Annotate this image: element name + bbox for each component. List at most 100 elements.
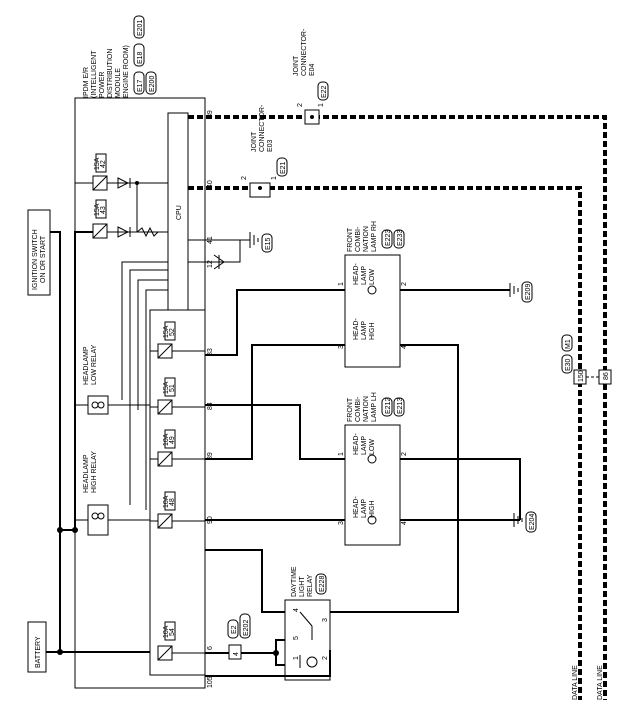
svg-text:(INTELLIGENT: (INTELLIGENT <box>91 50 98 98</box>
bus-to-relays <box>60 231 100 531</box>
svg-text:4: 4 <box>401 521 408 525</box>
svg-text:E04: E04 <box>309 63 316 76</box>
svg-text:3: 3 <box>338 521 345 525</box>
svg-text:CONNECTOR-: CONNECTOR- <box>301 28 308 76</box>
svg-text:5: 5 <box>293 636 300 640</box>
svg-text:E15: E15 <box>265 237 272 250</box>
relay-wire-4 <box>205 549 285 613</box>
svg-text:JOINT: JOINT <box>251 131 258 152</box>
svg-text:15A: 15A <box>94 203 101 216</box>
svg-text:E17: E17 <box>137 79 144 92</box>
svg-text:1: 1 <box>271 176 278 180</box>
svg-text:E202: E202 <box>243 620 250 636</box>
svg-text:E21: E21 <box>280 161 287 174</box>
relay-wire-105 <box>205 650 331 677</box>
svg-text:2: 2 <box>297 103 304 107</box>
svg-text:1: 1 <box>293 656 300 660</box>
svg-text:M1: M1 <box>565 339 572 349</box>
svg-text:JOINT: JOINT <box>293 55 300 76</box>
connector-m1-e30: 150 86 M1 E30 <box>561 334 612 385</box>
relay-switch-icon <box>299 611 313 668</box>
svg-text:COMBI-: COMBI- <box>355 396 362 422</box>
fuse-42: 15A 42 <box>92 153 108 191</box>
fuse-48: 10A 48 <box>157 491 176 529</box>
fuse-feed-wires <box>150 350 205 654</box>
headlamp-high-relay: HEADLAMP HIGH RELAY <box>83 451 109 536</box>
fuse-43: 15A 43 <box>92 199 108 239</box>
wire-lh-low-gnd <box>400 458 521 520</box>
ground-icon: E15 <box>249 232 273 253</box>
svg-text:E2: E2 <box>231 625 238 634</box>
svg-text:E212: E212 <box>385 398 392 414</box>
ignition-switch-box <box>27 209 51 296</box>
svg-text:NATION: NATION <box>363 226 370 252</box>
front-combi-lh-label: FRONT COMBI- NATION LAMP LH E212 E213 <box>347 392 405 422</box>
headlamp-low-rh: HEAD- LAMP LOW <box>353 263 377 295</box>
svg-text:LOW RELAY: LOW RELAY <box>91 344 98 385</box>
svg-text:49: 49 <box>169 436 176 444</box>
svg-text:LAMP: LAMP <box>361 321 368 340</box>
daytime-light-relay-box <box>284 599 331 681</box>
svg-text:15A: 15A <box>94 157 101 170</box>
svg-text:89: 89 <box>207 452 214 460</box>
svg-text:42: 42 <box>100 160 107 168</box>
junction-dot <box>57 649 63 655</box>
daytime-light-relay-label: DAYTIME LIGHT RELAY E228 <box>291 566 327 597</box>
svg-text:54: 54 <box>169 628 176 636</box>
svg-text:E201: E201 <box>137 20 144 36</box>
svg-text:2: 2 <box>401 452 408 456</box>
svg-text:LAMP: LAMP <box>361 499 368 518</box>
svg-text:E223: E223 <box>385 230 392 246</box>
front-combi-rh-box <box>344 254 401 368</box>
wire-89 <box>205 344 345 460</box>
ground-icon: E209 <box>509 281 533 303</box>
svg-text:51: 51 <box>169 384 176 392</box>
svg-text:E200: E200 <box>149 76 156 92</box>
svg-text:LIGHT: LIGHT <box>299 576 306 597</box>
cpu-label: CPU <box>176 205 183 220</box>
relay-wire-5 <box>275 639 285 653</box>
svg-text:84: 84 <box>207 402 214 410</box>
svg-text:6: 6 <box>207 646 214 650</box>
junction-dot <box>135 181 139 185</box>
svg-text:39: 39 <box>207 110 214 118</box>
resistor-icon <box>136 226 168 238</box>
svg-text:1: 1 <box>338 282 345 286</box>
svg-text:HEAD-: HEAD- <box>353 433 360 455</box>
joint-connector-e04: 2 1 JOINT CONNECTOR- E04 E22 <box>293 28 329 125</box>
data-line-label-1: DATA LINE <box>572 665 579 700</box>
fuse-54: 10A 54 <box>157 621 176 661</box>
svg-text:LAMP: LAMP <box>361 436 368 455</box>
ipdm-connector-badges: E17 E18 E201 E200 <box>133 15 157 95</box>
svg-text:ENGINE ROOM): ENGINE ROOM) <box>123 45 130 98</box>
ignition-switch-label-1: IGNITION SWITCH <box>32 229 39 290</box>
ipdm-inner-frame <box>149 309 206 676</box>
svg-text:43: 43 <box>100 206 107 214</box>
svg-text:LAMP: LAMP <box>361 266 368 285</box>
fuse-51: 15A 51 <box>157 377 176 415</box>
svg-text:10A: 10A <box>163 495 170 508</box>
svg-text:150: 150 <box>578 370 585 382</box>
svg-text:E228: E228 <box>319 576 326 592</box>
ignition-switch-label-2: ON OR START <box>40 235 47 283</box>
ground-icon: E204 <box>513 511 537 533</box>
svg-text:15A: 15A <box>163 381 170 394</box>
svg-text:E18: E18 <box>137 51 144 64</box>
data-line-1 <box>188 115 607 700</box>
headlamp-low-lh: HEAD- LAMP LOW <box>353 433 377 464</box>
svg-text:E209: E209 <box>525 284 532 300</box>
cpu-relay-wire-1 <box>121 261 168 400</box>
svg-text:105: 105 <box>207 676 214 688</box>
svg-text:DISTRIBUTION: DISTRIBUTION <box>107 49 114 98</box>
svg-text:86: 86 <box>603 372 610 380</box>
cpu-relay-wire-4 <box>145 289 168 510</box>
svg-text:HIGH: HIGH <box>369 323 376 341</box>
cpu-relay-wire-3 <box>137 279 168 410</box>
svg-text:4: 4 <box>293 608 300 612</box>
svg-text:83: 83 <box>207 348 214 356</box>
fuse-49: 10A 49 <box>157 429 176 467</box>
svg-text:HEADLAMP: HEADLAMP <box>83 454 90 493</box>
svg-text:10A: 10A <box>163 433 170 446</box>
svg-text:LAMP RH: LAMP RH <box>371 221 378 252</box>
relay-wire-6 <box>205 652 285 666</box>
